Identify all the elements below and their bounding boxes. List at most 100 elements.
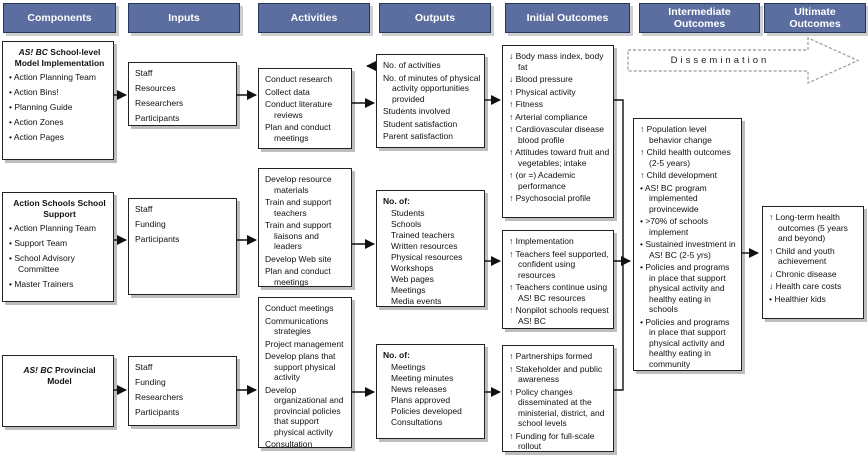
list-item: ↑ Child development (640, 170, 718, 180)
list-item: ↑ Nonpilot schools request AS! BC (509, 305, 609, 326)
list-title: No. of: (383, 196, 410, 206)
list-item: No. of activities (383, 60, 441, 70)
list-item: ↓ Chronic disease (769, 268, 837, 279)
box-title-text: Provincial Model (47, 365, 96, 386)
list-item: ↑ Stakeholder and public awareness (509, 363, 603, 385)
list-item: Physical resources (391, 252, 463, 262)
list-item: ↑ Teachers continue using AS! BC resourc… (509, 282, 608, 303)
list-item: Student satisfaction (383, 118, 458, 129)
list-item: ↑ Cardiovascular disease blood profile (509, 124, 604, 145)
box-initial-outcomes-policy: ↑ Partnerships formed ↑ Stakeholder and p… (502, 345, 614, 452)
list-item: Staff (135, 362, 153, 372)
list-item: • School Advisory Committee (9, 253, 75, 274)
box-initial-outcomes-health: ↓ Body mass index, body fat↓ Blood press… (502, 45, 614, 218)
list-item: Consultations (391, 417, 443, 427)
list-item: ↑ Policy changes disseminated at the min… (509, 386, 605, 429)
list-item: Resources (135, 83, 176, 93)
list-item: No. of minutes of physical activity oppo… (383, 72, 481, 104)
list-item: Web pages (391, 274, 434, 284)
list-item: Participants (135, 407, 180, 417)
list-item: ↓ Health care costs (769, 281, 842, 291)
box-title-italic: AS! BC (18, 47, 48, 57)
box-title: Action Schools School Support (13, 198, 106, 219)
list-item: ↑ Population level behavior change (640, 124, 712, 145)
list-item: ↑ Partnerships formed (509, 351, 593, 361)
list-item: ↑ Child and youth achievement (769, 245, 835, 267)
box-initial-outcomes-school: ↑ Implementation↑ Teachers feel supporte… (502, 230, 614, 329)
list-item: News releases (391, 384, 447, 394)
list-item: Funding (135, 377, 166, 387)
list-item: Consultation (265, 439, 313, 449)
list-item: Plans approved (391, 395, 451, 405)
box-title-text: School-level Model Implementation (14, 47, 105, 68)
list-item: Meetings (391, 285, 426, 295)
item-list: ↑ Population level behavior change↑ Chil… (640, 124, 738, 369)
list-item: Media events (391, 296, 442, 306)
box-title: AS! BC Provincial Model (9, 365, 110, 387)
box-components-school-support: Action Schools School Support • Action P… (2, 192, 114, 302)
list-item: ↑ Physical activity (509, 86, 576, 97)
list-item: • Sustained investment in AS! BC (2-5 yr… (640, 239, 736, 260)
box-intermediate-outcomes: ↑ Population level behavior change↑ Chil… (633, 118, 742, 371)
list-item: ↑ Attitudes toward fruit and vegetables;… (509, 147, 610, 168)
list-item: Trained teachers (391, 230, 455, 240)
list-item: ↑ Psychosocial profile (509, 193, 591, 203)
list-item: • Policies and programs in place that su… (640, 316, 730, 369)
bullet-list: • Action Planning Team• Action Bins!• Pl… (9, 72, 110, 143)
list-item: • Healthier kids (769, 293, 826, 304)
list-item: Conduct literature reviews (265, 99, 333, 120)
list-item: Written resources (391, 241, 458, 251)
box-title-italic: AS! BC (23, 365, 53, 375)
list-item: Participants (135, 234, 180, 244)
header-components: Components (3, 3, 116, 33)
header-inputs: Inputs (128, 3, 240, 33)
list-item: • Master Trainers (9, 279, 74, 289)
list-item: • Policies and programs in place that su… (640, 262, 730, 314)
header-intermediate-outcomes: Intermediate Outcomes (639, 3, 760, 33)
initial-outcomes-collector-line (614, 99, 624, 391)
list-item: Students (391, 208, 425, 218)
list-item: ↑ Child health outcomes (2-5 years) (640, 147, 731, 168)
list-item: • Planning Guide (9, 102, 73, 112)
list-item: • Action Planning Team (9, 72, 96, 82)
list-item: Conduct research (265, 74, 333, 84)
list-item: Researchers (135, 98, 184, 108)
list-item: Workshops (391, 263, 434, 273)
list-item: ↑ Fitness (509, 99, 544, 109)
box-components-school-level: AS! BC School-level Model Implementation… (2, 41, 114, 160)
header-initial-outcomes: Initial Outcomes (505, 3, 630, 33)
list-item: Develop organizational and provincial po… (265, 384, 344, 437)
list-item: Meetings (391, 362, 426, 372)
list-item: Plan and conduct meetings (265, 122, 331, 143)
list-item: Project management (265, 338, 344, 349)
list-item: Staff (135, 68, 153, 78)
header-ultimate-outcomes: Ultimate Outcomes (764, 3, 866, 33)
list-item: Schools (391, 219, 422, 229)
item-list: ↓ Body mass index, body fat↓ Blood press… (509, 51, 610, 204)
list-item: ↑ Implementation (509, 236, 574, 246)
list-item: Plan and conduct meetings (265, 266, 331, 287)
box-ultimate-outcomes: ↑ Long-term health outcomes (5 years and… (762, 206, 864, 319)
box-components-provincial: AS! BC Provincial Model (2, 355, 114, 427)
list-item: ↓ Blood pressure (509, 74, 573, 84)
list-item: Funding (135, 219, 166, 229)
list-item: ↑ Long-term health outcomes (5 years and… (769, 212, 848, 243)
dissemination-label: Dissemination (670, 55, 770, 66)
list-item: Parent satisfaction (383, 131, 453, 141)
list-item: • >70% of schools implement (640, 216, 708, 237)
list-item: Communications strategies (265, 315, 329, 337)
list-item: Participants (135, 113, 180, 123)
